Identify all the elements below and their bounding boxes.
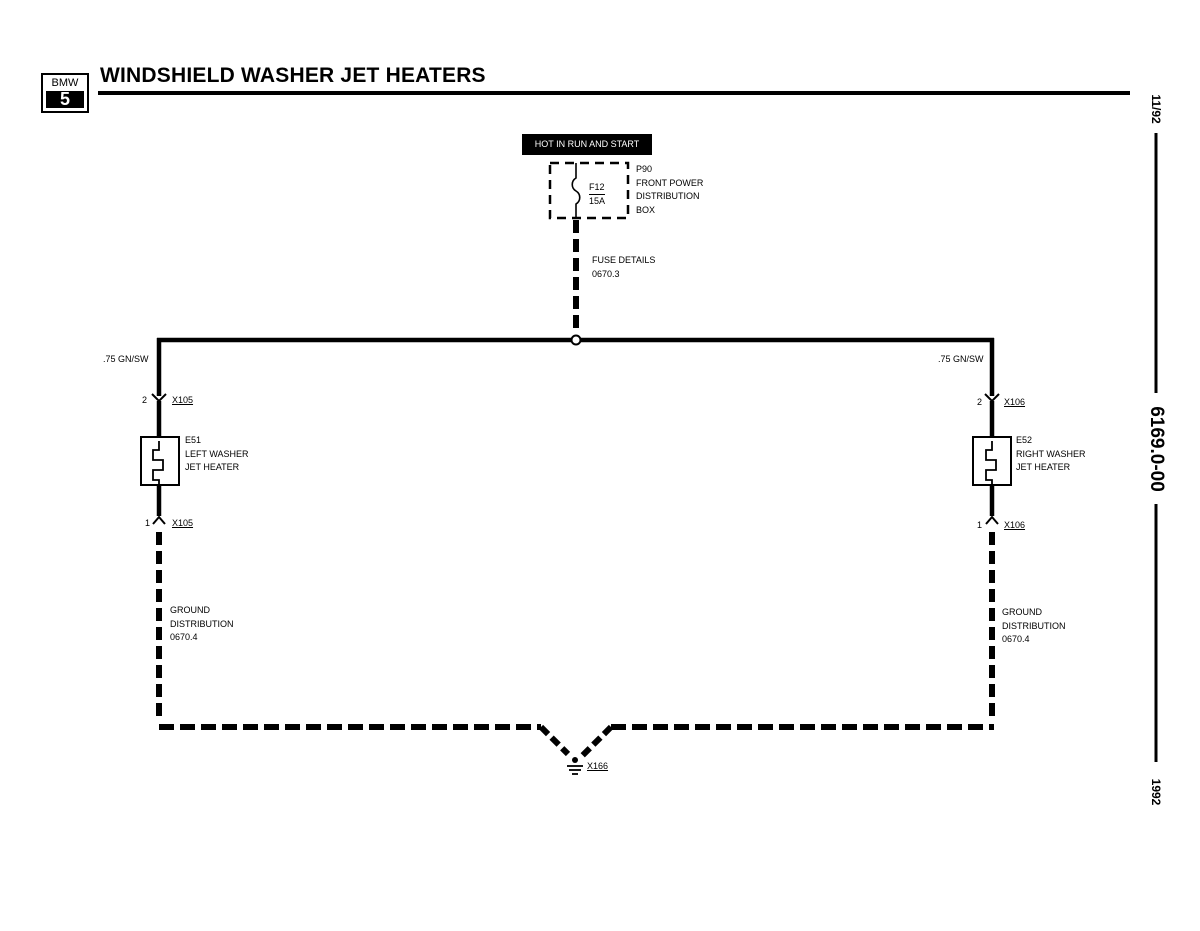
power-source-label: HOT IN RUN AND START bbox=[522, 134, 652, 155]
side-date: 11/92 bbox=[1149, 94, 1163, 124]
fuse-rating: 15A bbox=[589, 196, 606, 206]
left-ground-ref: GROUND DISTRIBUTION 0670.4 bbox=[170, 605, 234, 642]
left-wire-label: .75 GN/SW bbox=[103, 354, 149, 364]
fuse-label: F12 15A bbox=[589, 181, 605, 208]
fuse-symbol bbox=[571, 163, 581, 218]
right-pin-bottom: 1 bbox=[977, 520, 983, 530]
ground-junction bbox=[572, 757, 578, 763]
header-rule bbox=[98, 91, 1130, 95]
left-connector-top: X105 bbox=[172, 395, 194, 405]
right-connector-top: X106 bbox=[1004, 397, 1026, 407]
right-connector-bottom: X106 bbox=[1004, 520, 1026, 530]
logo-brand: BMW bbox=[51, 77, 79, 89]
fuse-id: F12 bbox=[589, 181, 605, 195]
bmw-5-logo: BMW 5 bbox=[41, 73, 89, 113]
left-heater-symbol bbox=[140, 436, 180, 486]
side-doc-number: 6169.0-00 bbox=[1146, 406, 1167, 492]
left-pin-bottom: 1 bbox=[145, 518, 151, 528]
right-heater-label: E52 RIGHT WASHER JET HEATER bbox=[1016, 435, 1086, 472]
logo-series: 5 bbox=[46, 90, 84, 108]
right-pin-top: 2 bbox=[977, 397, 983, 407]
left-connector-bottom: X105 bbox=[172, 518, 194, 528]
right-wire-label: .75 GN/SW bbox=[938, 354, 984, 364]
left-connector-bottom-symbol bbox=[152, 515, 166, 525]
fuse-details-ref: FUSE DETAILS 0670.3 bbox=[592, 255, 656, 279]
power-distribution-box bbox=[548, 161, 630, 220]
page-title: WINDSHIELD WASHER JET HEATERS bbox=[100, 64, 486, 87]
right-ground-ref: GROUND DISTRIBUTION 0670.4 bbox=[1002, 607, 1066, 644]
splice-point bbox=[570, 334, 582, 346]
side-year: 1992 bbox=[1149, 778, 1163, 806]
left-pin-top: 2 bbox=[142, 395, 148, 405]
power-distribution-box-label: P90 FRONT POWER DISTRIBUTION BOX bbox=[636, 164, 704, 215]
ground-connector-label: X166 bbox=[587, 761, 609, 771]
left-heater-label: E51 LEFT WASHER JET HEATER bbox=[185, 435, 249, 472]
right-connector-bottom-symbol bbox=[985, 515, 999, 525]
